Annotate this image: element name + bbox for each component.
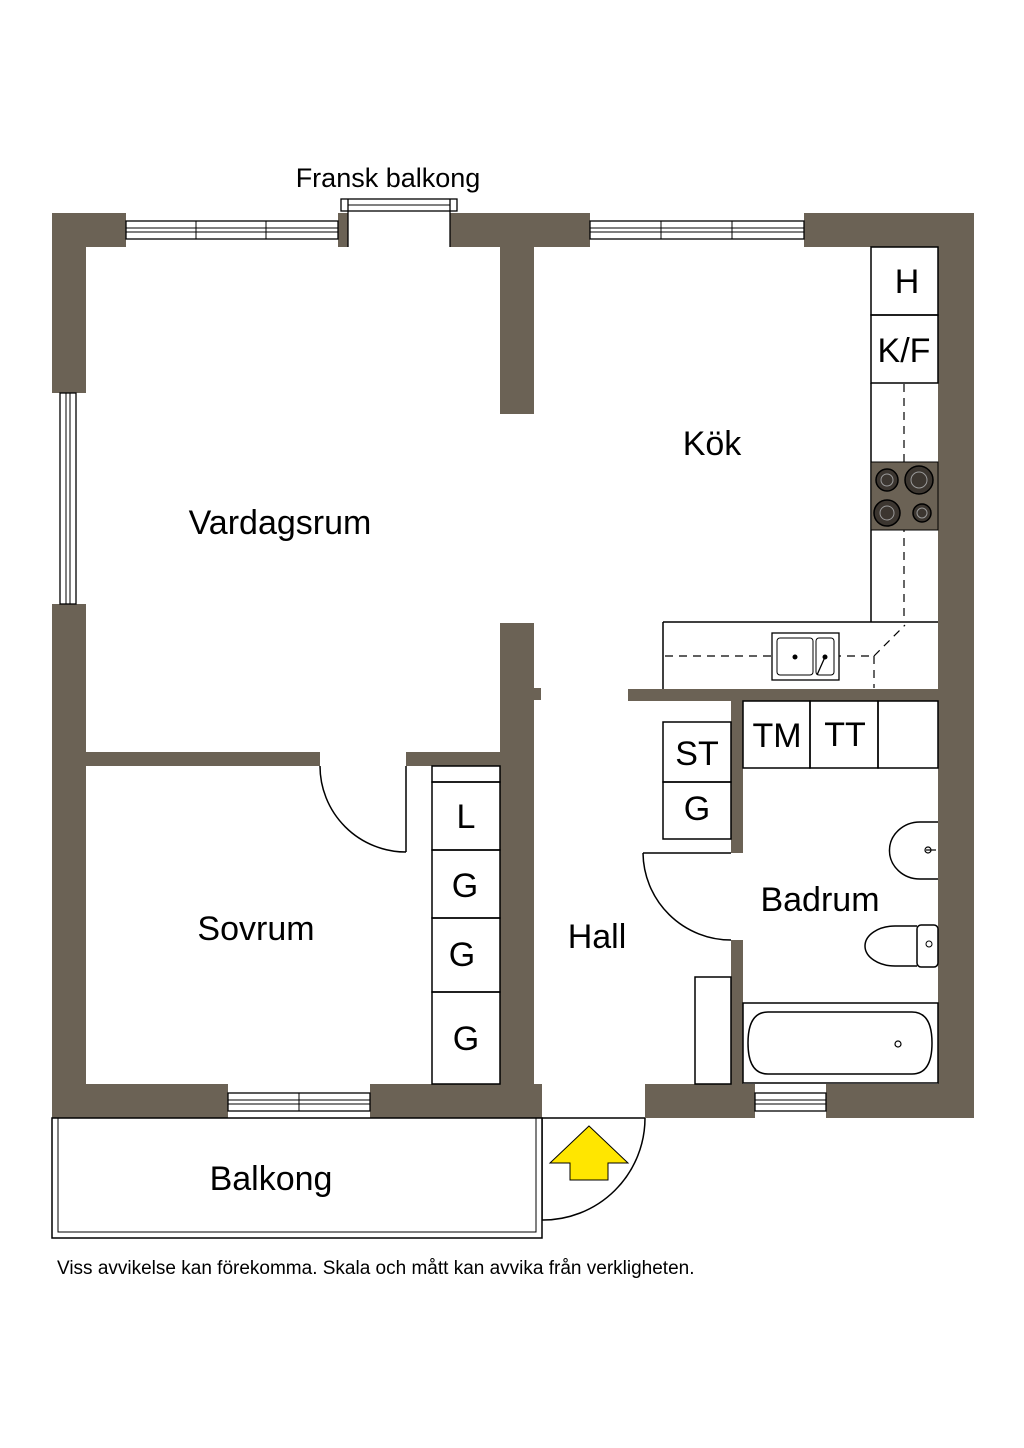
disclaimer-text: Viss avvikelse kan förekomma. Skala och … [57,1258,695,1279]
bathtub-icon [742,1002,939,1084]
room-label-bedroom: Sovrum [197,910,314,948]
toilet-icon [864,924,939,968]
bathroom-door [642,852,732,941]
window-living-left [59,392,77,605]
bedroom-wardrobes [431,765,501,1085]
entrance-arrow-icon [548,1125,630,1181]
fixture-label-hall-g: G [684,790,710,828]
window-bedroom-bottom [227,1092,371,1112]
room-label-hall: Hall [568,918,627,956]
fixture-label-st: ST [675,735,718,773]
room-label-living: Vardagsrum [189,504,372,542]
room-label-bathroom: Badrum [760,881,879,919]
kitchen-counter [662,246,939,689]
kitchen-sink-icon [771,632,840,681]
fixture-label-kf: K/F [878,332,931,370]
balcony-outline [51,1117,543,1239]
fixture-label-g1: G [452,867,478,905]
window-kitchen-top [589,220,805,240]
french-balcony-door [340,198,458,247]
interior-walls [86,247,938,1084]
fixture-label-h: H [895,263,920,301]
bedroom-door [319,765,407,853]
hall-closets [662,721,732,1085]
french-balcony-label: Fransk balkong [296,163,481,193]
bathroom-fixtures [742,700,939,769]
stove-icon [873,465,934,527]
fixture-label-l: L [457,798,476,836]
fixture-label-g2: G [449,936,475,974]
window-living-top [125,220,339,240]
room-label-kitchen: Kök [683,425,743,463]
washbasin-icon [888,821,938,880]
outer-walls [52,213,974,1118]
window-bathroom-bottom [754,1092,827,1112]
fixture-label-tm: TM [752,717,801,755]
room-label-balcony: Balkong [210,1160,333,1198]
fixture-label-tt: TT [824,716,866,754]
fixture-label-g3: G [453,1020,479,1058]
